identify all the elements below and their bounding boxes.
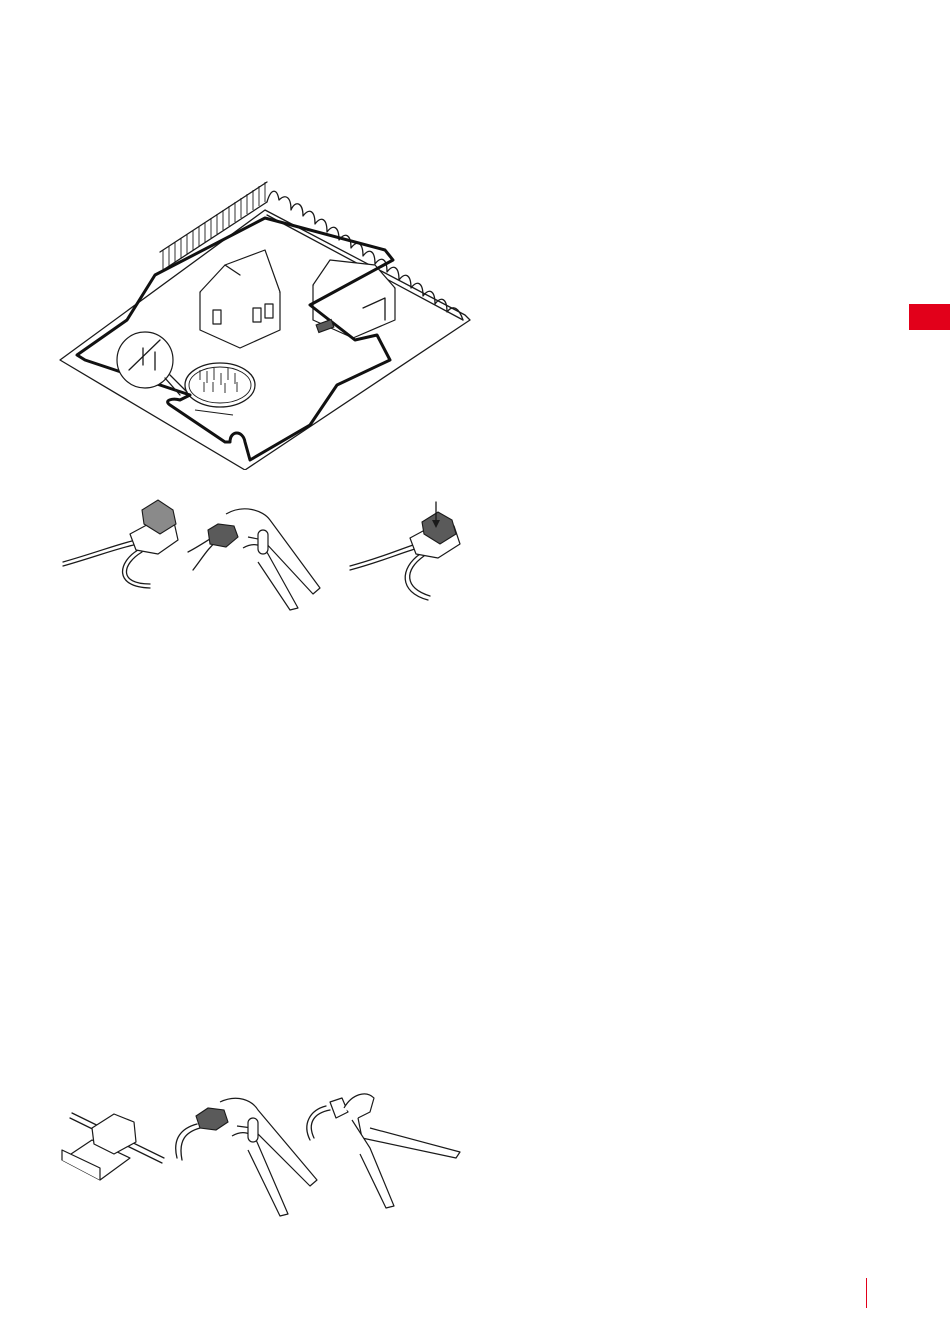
coupler-illustration	[52, 1088, 467, 1220]
flower-bed	[185, 363, 255, 407]
garden-illustration	[55, 180, 475, 470]
connector-pressed-step3	[350, 502, 460, 600]
garden-boundary-wire-figure	[55, 180, 475, 470]
section-tab	[909, 304, 950, 330]
pliers-crimping-step2	[188, 509, 320, 610]
coupler-on-wire-step1	[62, 1113, 164, 1180]
connector-splice-illustration	[58, 492, 470, 612]
footer-divider	[866, 1278, 867, 1308]
lawn-outline	[60, 210, 470, 470]
connector-splice-figure	[58, 492, 470, 612]
pliers-crimping-step2	[176, 1098, 317, 1216]
coupler-attach-figure	[52, 1088, 467, 1220]
zoom-detail-inset	[117, 332, 187, 395]
callout-line	[195, 410, 233, 415]
connector-with-wires-step1	[63, 500, 178, 588]
cutter-trimming-step3	[307, 1094, 460, 1208]
house	[200, 250, 280, 348]
